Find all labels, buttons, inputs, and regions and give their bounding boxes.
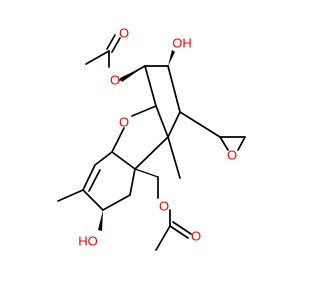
- label-o-epoxide: O: [227, 148, 237, 163]
- label-ho-lower: HO: [78, 234, 98, 249]
- label-o-acetate-top: O: [110, 73, 120, 88]
- wedge-bond-oh-top: [168, 50, 175, 66]
- bond-carbonyl-double-top-b: [111, 37, 121, 53]
- bond-c6-methyl: [167, 136, 181, 179]
- bond-c11-c10: [94, 151, 113, 166]
- bond-c5-spiro: [179, 111, 221, 138]
- bond-carbonyl-double-bottom-a: [169, 225, 189, 239]
- bond-c4-c5: [167, 65, 181, 113]
- bond-o-c11: [111, 127, 125, 153]
- bond-methyl-carbonyl-top: [85, 50, 110, 65]
- label-o-ring-ether: O: [119, 115, 129, 130]
- bond-c11-c12: [111, 151, 136, 170]
- hash-bond-c12-ch2: [134, 168, 159, 178]
- hash-bond-acetate-top: [120, 66, 145, 82]
- bond-carbonyl-double-bottom-b: [172, 221, 192, 235]
- label-o-carbonyl-top: O: [119, 26, 129, 41]
- bond-c10-c9-double: [88, 169, 101, 192]
- bond-c3-c2: [144, 65, 157, 107]
- bond-c12-c6: [134, 136, 169, 170]
- label-o-carbonyl-bottom: O: [191, 229, 201, 244]
- bond-spiro-o: [219, 136, 229, 151]
- bond-c9-c8: [82, 189, 104, 211]
- bond-c5-c6: [167, 111, 181, 138]
- bond-ch2-o: [237, 136, 246, 151]
- molecule-structure: O O OH O O HO O O: [57, 26, 246, 251]
- bond-carbonyl-methyl-bottom: [155, 225, 171, 251]
- label-oh-top: OH: [172, 36, 192, 51]
- bond-c10-c9: [82, 164, 96, 191]
- label-o-acetate-bottom: O: [159, 199, 169, 214]
- bond-c9-methyl: [57, 189, 84, 202]
- bond-c7-c12: [129, 168, 136, 196]
- wedge-bond-ho-lower: [98, 210, 103, 231]
- bond-carbonyl-double-top-a: [106, 34, 116, 50]
- bond-c2-o: [131, 105, 157, 117]
- bond-c8-c7: [102, 194, 131, 211]
- bond-c2-c12: [155, 105, 169, 138]
